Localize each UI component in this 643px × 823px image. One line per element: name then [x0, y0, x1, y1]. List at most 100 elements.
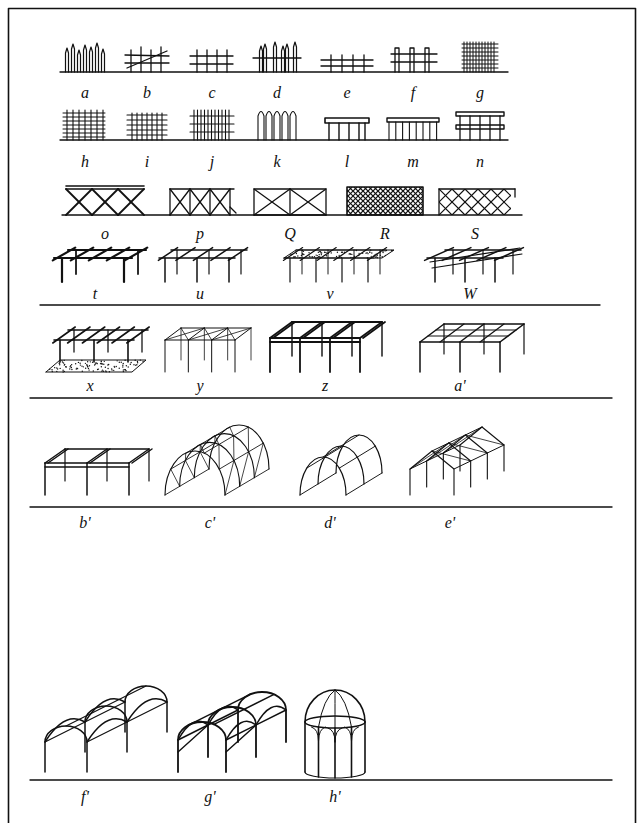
stipple-dot	[62, 370, 63, 371]
pen-stroke	[360, 322, 382, 338]
sketch-figure	[391, 48, 437, 72]
pen-stroke	[439, 189, 452, 215]
stipple-dot	[104, 361, 105, 362]
stipple-dot	[107, 364, 108, 365]
pen-stroke	[125, 55, 169, 56]
pen-stroke	[197, 110, 198, 140]
stipple-dot	[65, 366, 66, 367]
pen-stroke	[209, 425, 269, 469]
pen-stroke	[253, 57, 301, 58]
sketch-figure	[425, 248, 524, 282]
sketch-figure	[319, 187, 447, 215]
pen-stroke	[290, 189, 326, 215]
pen-stroke	[504, 189, 511, 215]
stipple-dot	[109, 371, 110, 372]
stipple-dot	[294, 256, 295, 257]
pen-stroke	[127, 699, 167, 722]
stipple-dot	[320, 252, 321, 253]
pen-stroke	[460, 427, 504, 471]
stipple-dot	[376, 255, 377, 256]
stipple-dot	[86, 364, 87, 365]
stipple-dot	[76, 368, 77, 369]
stipple-dot	[87, 361, 88, 362]
pen-stroke	[181, 328, 251, 329]
stipple-dot	[116, 360, 117, 361]
stipple-dot	[54, 367, 55, 368]
figure-letter: W	[461, 285, 478, 303]
pen-stroke	[102, 49, 105, 72]
pen-stroke	[92, 189, 118, 215]
stipple-dot	[101, 361, 102, 362]
pen-stroke	[30, 397, 612, 398]
pen-stroke	[160, 47, 161, 72]
stipple-dot	[308, 252, 309, 253]
pen-stroke	[151, 113, 152, 140]
pen-stroke	[210, 189, 230, 215]
sketch-figure	[420, 324, 524, 372]
sketch-figure	[387, 118, 439, 140]
stipple-dot	[105, 371, 106, 372]
pen-stroke	[235, 328, 251, 340]
pen-stroke	[312, 727, 319, 741]
stipple-dot	[94, 364, 95, 365]
pen-stroke	[150, 50, 151, 72]
stipple-dot	[375, 257, 376, 258]
pen-stroke	[428, 335, 508, 336]
stipple-dot	[321, 254, 322, 255]
pen-stroke	[254, 443, 263, 478]
pen-stroke	[165, 340, 166, 372]
sketch-figure	[165, 425, 269, 495]
pen-stroke	[452, 189, 478, 215]
pen-stroke	[193, 248, 212, 261]
stipple-dot	[123, 369, 124, 370]
pen-stroke	[127, 134, 167, 135]
pen-stroke	[478, 189, 504, 215]
pen-stroke	[328, 123, 329, 140]
stipple-dot	[371, 252, 372, 253]
stipple-dot	[56, 367, 57, 368]
pen-stroke	[188, 328, 227, 340]
stipple-dot	[114, 366, 115, 367]
pen-stroke	[479, 116, 480, 140]
pen-stroke	[439, 189, 465, 215]
pen-stroke	[204, 427, 248, 453]
stipple-dot	[59, 364, 60, 365]
stipple-dot	[89, 365, 90, 366]
pen-stroke	[292, 321, 382, 323]
pen-stroke	[64, 449, 65, 481]
pen-stroke	[402, 122, 403, 140]
pen-stroke	[291, 322, 292, 356]
sketch-figure	[170, 189, 236, 215]
pen-stroke	[125, 62, 169, 63]
pen-stroke	[341, 258, 342, 282]
stipple-dot	[75, 363, 76, 364]
pen-stroke	[427, 435, 466, 461]
sketch-figure	[253, 42, 301, 72]
pen-stroke	[165, 469, 209, 495]
pen-stroke	[66, 686, 146, 726]
pen-stroke	[72, 44, 75, 72]
pen-stroke	[499, 116, 500, 140]
pen-stroke	[165, 340, 235, 341]
stipple-dot	[317, 255, 318, 256]
pen-stroke	[178, 721, 208, 740]
pen-stroke	[346, 473, 382, 495]
stipple-dot	[71, 364, 72, 365]
pen-stroke	[410, 445, 460, 469]
pen-stroke	[176, 250, 177, 274]
pen-stroke	[409, 187, 423, 215]
pen-stroke	[48, 449, 68, 463]
figure-letter: l	[343, 153, 351, 171]
stipple-dot	[349, 253, 350, 254]
pen-stroke	[414, 187, 423, 215]
pen-stroke	[225, 469, 269, 495]
figure-letter: x	[84, 377, 95, 395]
figure-letter: R	[378, 225, 392, 243]
figure-letter: Q	[282, 225, 298, 243]
figure-letter: S	[469, 225, 481, 243]
pen-stroke	[339, 446, 375, 468]
pen-stroke	[86, 463, 88, 495]
stipple-dot	[311, 256, 312, 257]
pen-stroke	[351, 322, 352, 356]
pen-stroke	[211, 248, 230, 261]
